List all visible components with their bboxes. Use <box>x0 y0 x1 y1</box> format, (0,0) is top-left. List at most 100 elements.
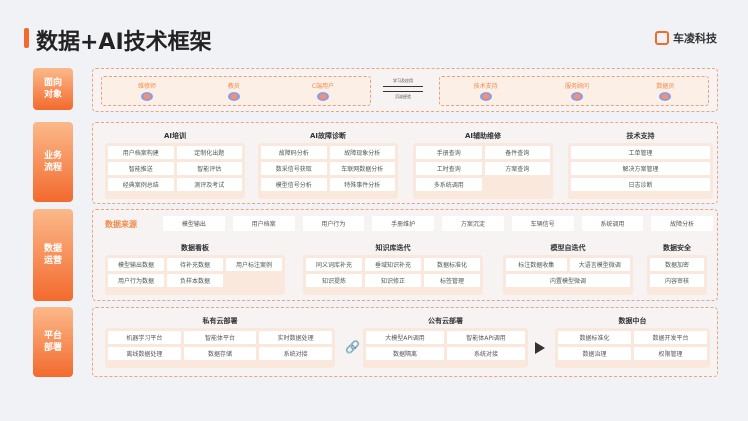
role-item: 服务顾问 <box>565 81 589 101</box>
user-avatar-icon <box>570 92 583 101</box>
role-item: C端用户 <box>312 81 334 101</box>
group-item: 日志诊断 <box>571 178 710 191</box>
group-title: 数据安全 <box>663 244 691 252</box>
role-item: 教员 <box>227 81 240 101</box>
group-grid: 工单管理解决方案管理日志诊断 <box>571 146 710 191</box>
group-AI培训: 用户档案构建定制化出题智能推送智能评估经典案例总结测评及考试 <box>105 143 245 199</box>
group-grid: 故障码分析故障现象分析数采信号获取车联网数据分析模型信号分析特殊事件分析 <box>261 146 395 191</box>
group-item: 智能推送 <box>108 162 174 175</box>
link-icon: 🔗 <box>345 340 360 354</box>
role-item: 数据员 <box>656 81 674 101</box>
group-item: 机器学习平台 <box>108 331 181 344</box>
group-item: 多系统调用 <box>416 178 482 191</box>
group-item: 知识修正 <box>365 274 421 287</box>
user-avatar-icon <box>140 92 153 101</box>
role-label: 数据员 <box>656 83 675 90</box>
user-avatar-icon <box>659 92 672 101</box>
objects-left: 维修师 教员 C端用户 <box>101 76 371 106</box>
ops-panel: 数据来源 模型输出用户档案用户行为手册维护方案沉淀车辆信号系统调用故障分析 数据… <box>92 209 718 301</box>
group-item: 标注数据收集 <box>506 258 567 271</box>
group-item: 用户档案构建 <box>108 146 174 159</box>
group-模型自迭代: 标注数据收集大语言模型微调内置模型微调 <box>503 255 633 295</box>
sources: 模型输出用户档案用户行为手册维护方案沉淀车辆信号系统调用故障分析 <box>163 216 713 231</box>
group-item: 系统对接 <box>447 347 525 360</box>
group-数据中台: 数据标准化数据开发平台数据治理权限管理 <box>555 328 710 368</box>
group-item: 工时查询 <box>416 162 482 175</box>
logo: 车凌科技 <box>655 30 717 46</box>
group-item: 方案查询 <box>484 162 550 175</box>
group-item: 模型信号分析 <box>261 178 327 191</box>
group-grid: 机器学习平台智能体平台实时数据处理离线数据处理数据存储系统对接 <box>108 331 332 360</box>
group-item: 数据治理 <box>558 347 631 360</box>
group-item: 标签管理 <box>424 274 480 287</box>
group-数据看板: 模型输出数据待补充数据用户标注案例用户行为数据负样本数据 <box>105 255 285 295</box>
arrow-bottom-label: 沉淀经验 <box>395 94 411 99</box>
group-item: 大语言模型微调 <box>569 258 630 271</box>
group-item: 实时数据处理 <box>259 331 332 344</box>
group-title: AI培训 <box>163 132 187 140</box>
user-avatar-icon <box>316 92 329 101</box>
group-title: 私有云部署 <box>202 317 238 325</box>
source-label: 数据来源 <box>105 220 137 229</box>
group-title: 模型自迭代 <box>550 244 586 252</box>
group-item: 故障现象分析 <box>329 146 395 159</box>
group-title: 技术支持 <box>626 132 655 140</box>
group-技术支持: 工单管理解决方案管理日志诊断 <box>568 143 713 199</box>
group-item: 数据标准化 <box>424 258 480 271</box>
group-grid: 同义词库补充垂域知识补充数据标准化知识提炼知识修正标签管理 <box>306 258 480 287</box>
group-item: 数据开发平台 <box>634 331 707 344</box>
group-grid: 数据标准化数据开发平台数据治理权限管理 <box>558 331 707 360</box>
group-item: 数据标准化 <box>558 331 631 344</box>
group-item: 用户行为数据 <box>108 274 164 287</box>
row-label-business: 业务流程 <box>33 122 73 202</box>
group-title: 公有云部署 <box>428 317 463 325</box>
source-item: 手册维护 <box>372 216 434 231</box>
group-item: 智能评估 <box>176 162 242 175</box>
source-item: 用户档案 <box>232 216 295 231</box>
arrow-icon <box>535 342 545 354</box>
source-item: 系统调用 <box>581 216 644 231</box>
group-item: 定制化出题 <box>176 146 242 159</box>
group-title: 知识库迭代 <box>375 244 411 252</box>
group-item: 故障码分析 <box>261 146 327 159</box>
user-avatar-icon <box>479 92 492 101</box>
row-label-objects: 面向对象 <box>33 68 73 110</box>
group-item: 解决方案管理 <box>571 162 710 175</box>
role-label: C端用户 <box>311 83 335 90</box>
group-grid: 数据加密内容审核 <box>650 258 704 287</box>
group-AI辅助维修: 手册查询备件查询工时查询方案查询多系统调用 <box>413 143 553 199</box>
page-title: 数据+AI技术框架 <box>36 30 212 55</box>
group-item: 用户标注案例 <box>226 258 282 271</box>
logo-icon <box>655 31 669 45</box>
group-item: 系统对接 <box>259 347 332 360</box>
title-accent <box>24 28 29 48</box>
exchange-arrows: 学习及应用 沉淀经验 <box>383 78 423 100</box>
group-item: 备件查询 <box>484 146 550 159</box>
group-item: 工单管理 <box>571 146 710 159</box>
group-item: 测评及考试 <box>176 178 242 191</box>
role-label: 技术支持 <box>473 83 498 90</box>
role-label: 服务顾问 <box>564 83 589 90</box>
group-item: 智能体平台 <box>183 331 257 344</box>
group-item: 特殊事件分析 <box>329 178 395 191</box>
objects-panel: 维修师 教员 C端用户 学习及应用 沉淀经验 技术支持 服务顾问 数据员 <box>92 68 718 112</box>
group-title: AI辅助维修 <box>464 132 502 140</box>
group-item: 待补充数据 <box>167 258 223 271</box>
arrow-top-label: 学习及应用 <box>393 78 413 83</box>
group-item: 车联网数据分析 <box>329 162 395 175</box>
group-公有云部署: 大模型API调用智能体API调用数据隔离系统对接 <box>363 328 528 368</box>
group-item: 智能体API调用 <box>447 331 525 344</box>
group-item: 知识提炼 <box>306 274 362 287</box>
objects-right: 技术支持 服务顾问 数据员 <box>439 76 709 106</box>
group-item: 内容审核 <box>650 274 704 287</box>
source-item: 方案沉淀 <box>442 216 504 231</box>
group-title: AI故障诊断 <box>309 132 347 140</box>
group-title: 数据看板 <box>181 244 209 252</box>
row-label-platform: 平台部署 <box>33 307 73 377</box>
role-label: 维修师 <box>137 83 156 90</box>
user-avatar-icon <box>227 92 240 101</box>
logo-text: 车凌科技 <box>673 32 717 45</box>
group-item: 手册查询 <box>416 146 482 159</box>
group-grid: 模型输出数据待补充数据用户标注案例用户行为数据负样本数据 <box>108 258 282 287</box>
group-item: 同义词库补充 <box>306 258 362 271</box>
